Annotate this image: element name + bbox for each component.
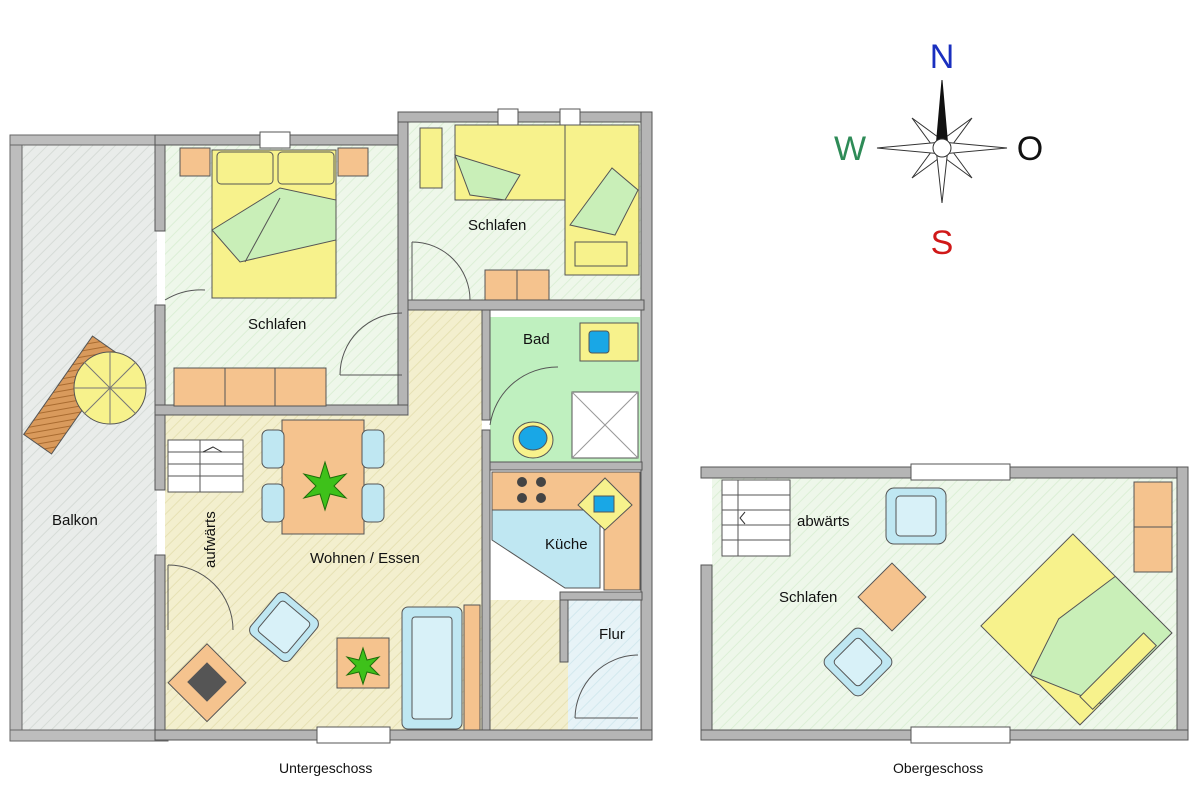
label-aufwaerts: aufwärts — [202, 511, 219, 568]
upper-floor — [700, 463, 1189, 744]
caption-lower: Untergeschoss — [279, 760, 372, 776]
compass-north: N — [930, 38, 955, 76]
label-kueche: Küche — [545, 536, 588, 553]
caption-upper: Obergeschoss — [893, 760, 983, 776]
compass-east: O — [1017, 130, 1043, 168]
dining-table — [281, 419, 365, 535]
label-wohnen: Wohnen / Essen — [310, 550, 420, 567]
windows-lower — [259, 108, 581, 744]
label-flur: Flur — [599, 626, 625, 643]
label-schlafen-2: Schlafen — [468, 217, 526, 234]
staircase-upper — [721, 479, 791, 557]
side-table — [857, 562, 927, 632]
label-schlafen-3: Schlafen — [779, 589, 837, 606]
label-schlafen-1: Schlafen — [248, 316, 306, 333]
label-abwaerts: abwärts — [797, 513, 850, 530]
walls-lower — [154, 111, 653, 741]
label-bad: Bad — [523, 331, 550, 348]
compass-west: W — [834, 130, 866, 168]
north-needle — [935, 79, 949, 149]
compass-south: S — [931, 224, 954, 262]
wardrobe-1 — [173, 367, 327, 407]
compass: N S W O — [834, 38, 1043, 262]
plant-icon — [302, 460, 348, 512]
label-balkon: Balkon — [52, 512, 98, 529]
staircase-lower — [167, 439, 244, 493]
lower-floor — [9, 108, 653, 744]
